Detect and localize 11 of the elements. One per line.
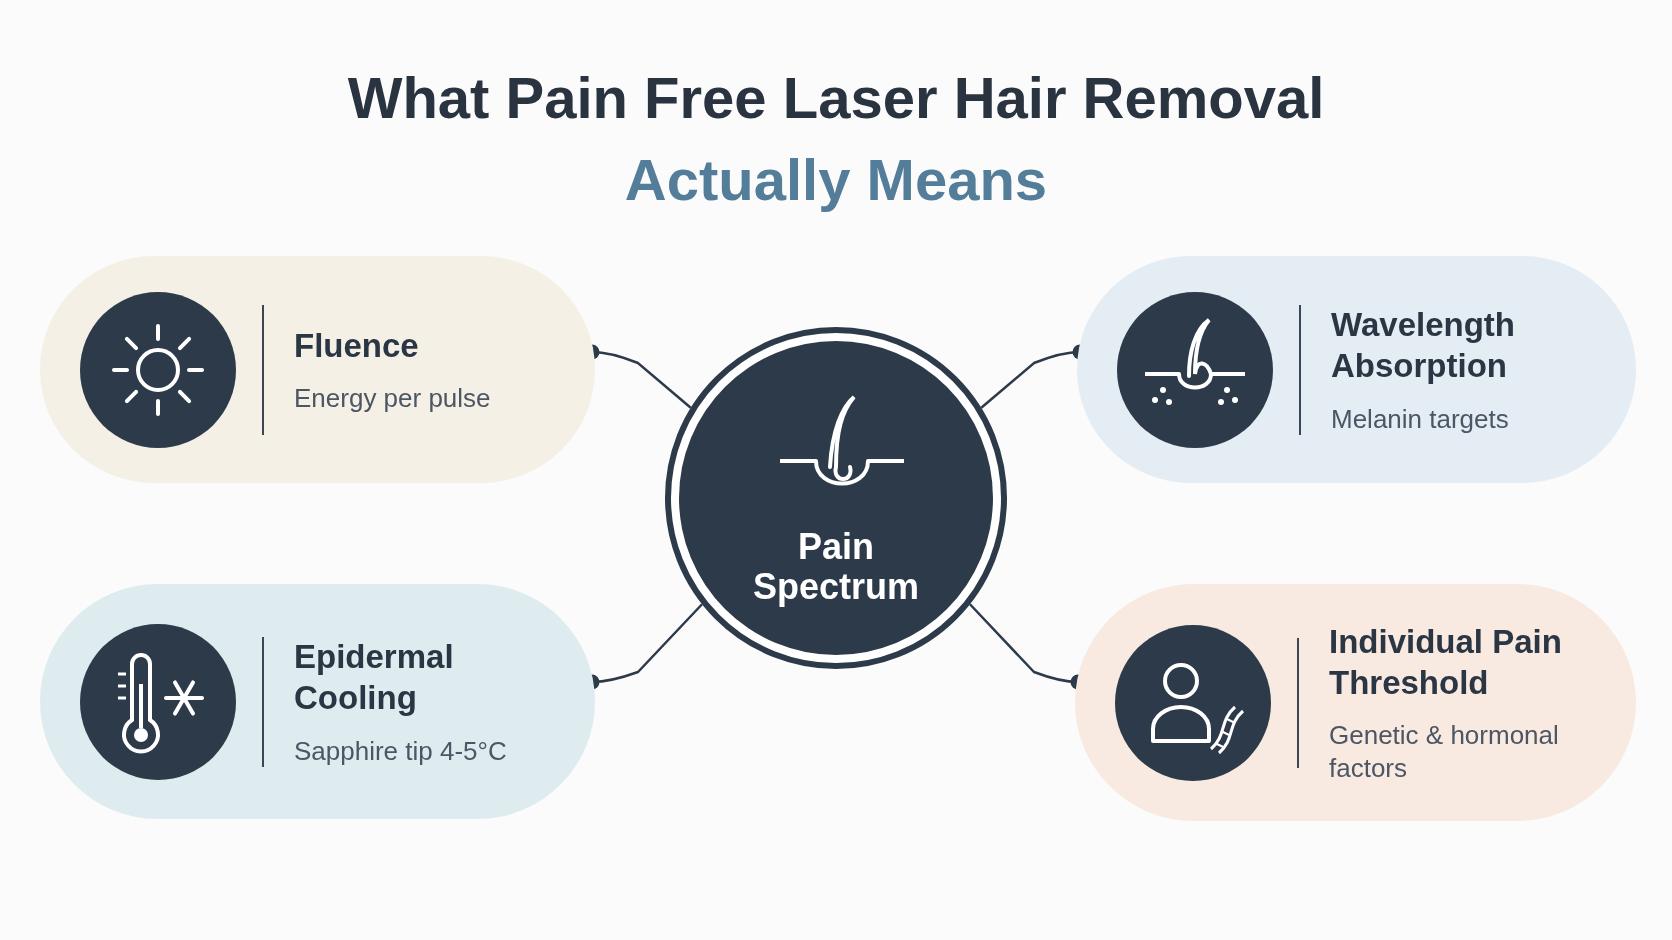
- card-description: Sapphire tip 4-5°C: [294, 734, 508, 767]
- card-description: Genetic & hormonal factors: [1329, 719, 1560, 785]
- card-heading: Individual Pain Threshold: [1329, 621, 1563, 703]
- card-heading: Epidermal Cooling: [294, 637, 455, 719]
- title: What Pain Free Laser Hair Removal: [346, 64, 1326, 131]
- hub-label: Pain Spectrum: [751, 527, 920, 607]
- card-description: Melanin targets: [1331, 402, 1510, 435]
- card-heading: Fluence: [294, 325, 420, 366]
- subtitle: Actually Means: [623, 146, 1049, 213]
- card-heading: Wavelength Absorption: [1331, 305, 1516, 387]
- card-description: Energy per pulse: [294, 381, 492, 415]
